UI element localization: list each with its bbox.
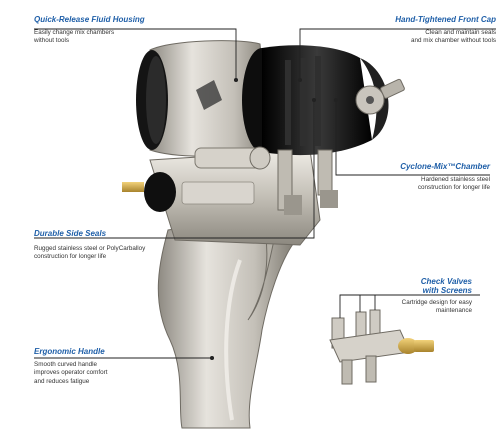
gun-fittings-shape: [277, 149, 338, 215]
callout-description: Clean and maintain seals and mix chamber…: [395, 29, 496, 46]
callout-title: Quick-Release Fluid Housing: [34, 15, 145, 24]
callout-description-line: Smooth curved handle: [34, 361, 98, 368]
callout-description-line: improves operator comfort: [34, 369, 108, 377]
callout-description-line: construction for longer life: [34, 253, 107, 261]
callout-description-line: Clean and maintain seals: [425, 29, 496, 36]
callout-description-line: Hardened stainless steel: [421, 176, 490, 183]
callout-description: Smooth curved handle improves operator c…: [34, 361, 108, 386]
leader-side-seals: [34, 100, 315, 239]
callout-description-line: Cartridge design for easy: [401, 299, 472, 306]
callout-handle: Ergonomic Handle Smooth curved handle im…: [34, 347, 108, 386]
callout-title: Hand-Tightened Front Cap: [395, 15, 496, 24]
callout-description-line: construction for longer life: [417, 184, 490, 192]
callout-front-cap: Hand-Tightened Front Cap Clean and maint…: [395, 15, 496, 46]
callout-description-line: Rugged stainless steel or PolyCarballoy: [34, 245, 146, 252]
callout-description: Hardened stainless steel construction fo…: [400, 176, 490, 193]
callout-title: Cyclone-Mix™Chamber: [400, 162, 490, 171]
callout-title: Durable Side Seals: [34, 229, 107, 238]
callout-description: Cartridge design for easy maintenance: [402, 299, 472, 316]
callout-title: Check Valves: [420, 277, 472, 286]
callout-description: Rugged stainless steel or PolyCarballoy …: [34, 245, 145, 262]
callout-description-line: and mix chamber without tools: [410, 37, 496, 45]
nozzle-shape: [355, 78, 405, 115]
callout-title: Ergonomic Handle: [34, 347, 105, 356]
callout-mix-chamber: Cyclone-Mix™Chamber Hardened stainless s…: [400, 162, 490, 193]
leader-check-valves: [339, 294, 480, 318]
callout-side-seals: Durable Side Seals Rugged stainless stee…: [34, 229, 145, 262]
callout-description: Easily change mix chambers without tools: [34, 29, 145, 46]
front-cap-shape: [242, 45, 389, 156]
leader-mix-chamber: [335, 100, 490, 176]
callout-check-valves: Check Valves with Screens Cartridge desi…: [402, 277, 472, 316]
callout-fluid-housing: Quick-Release Fluid Housing Easily chang…: [34, 15, 145, 46]
callout-description-line: and reduces fatigue: [34, 377, 90, 385]
callout-description-line: maintenance: [435, 307, 472, 315]
side-seal-shape: [122, 146, 271, 212]
check-valves-shape: [329, 309, 434, 385]
ergonomic-handle-shape: [157, 214, 297, 429]
callout-title-line-2: with Screens: [422, 286, 472, 295]
callout-description-line: Easily change mix chambers: [34, 29, 115, 36]
callout-description-line: without tools: [34, 37, 70, 45]
leader-front-cap: [299, 28, 496, 80]
leader-fluid-housing: [34, 28, 237, 80]
